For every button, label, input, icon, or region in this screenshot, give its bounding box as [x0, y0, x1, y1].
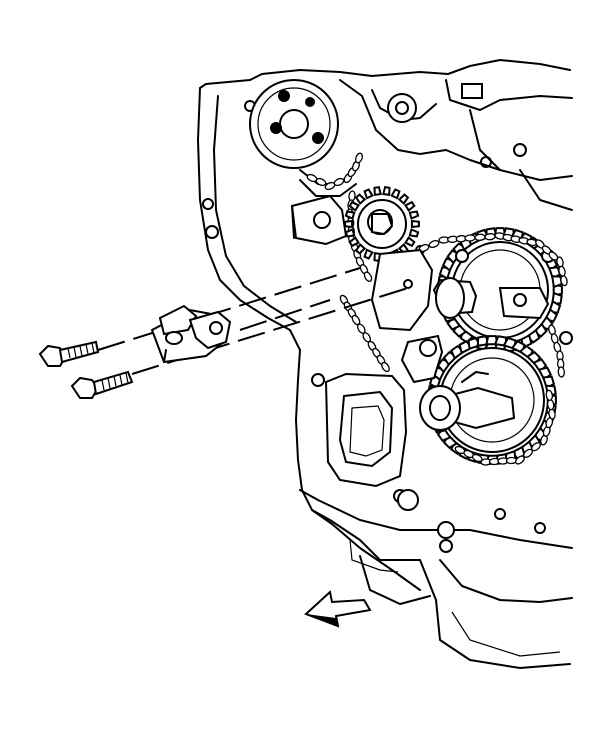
cam-sprocket-upper-icon [344, 185, 420, 263]
sprocket-tooth [485, 335, 499, 346]
chain-link [557, 366, 565, 378]
sprocket-tooth [390, 188, 401, 200]
chain-link [363, 271, 373, 282]
chain-link [545, 389, 554, 401]
upper-housing-icon [339, 79, 573, 211]
sprocket-tooth [404, 200, 416, 212]
chain-link [505, 456, 518, 465]
oil-pump-gear-icon [359, 489, 455, 605]
sprocket-tooth [551, 291, 563, 305]
chain-link [333, 177, 345, 187]
sprocket-tooth [373, 185, 382, 197]
chain-link [464, 234, 476, 242]
sprocket-tooth [551, 275, 563, 289]
sprocket-tooth [410, 219, 420, 229]
sprocket-tooth [397, 193, 410, 205]
direction-arrow-icon [304, 590, 372, 628]
sprocket-tooth [354, 193, 367, 205]
bolt-lower-icon [70, 370, 134, 399]
sprocket-tooth [404, 236, 416, 248]
sprocket-tooth [363, 188, 374, 200]
chain-link [474, 233, 486, 241]
timing-chain-lower-icon [339, 232, 568, 466]
alignment-line-mid [239, 299, 331, 331]
sprocket-tooth [408, 228, 420, 238]
cam-gear-upper-left-icon [249, 79, 339, 169]
sprocket-tooth [348, 200, 360, 212]
sprocket-tooth [344, 228, 356, 238]
chain-link [560, 275, 568, 287]
alignment-line-upper [97, 267, 361, 351]
chain-link [315, 177, 327, 187]
chain-link [355, 152, 363, 164]
chain-link [428, 240, 440, 248]
chain-link [484, 233, 496, 241]
bolt-upper-icon [38, 340, 100, 367]
chain-link [531, 442, 541, 452]
lower-left-housing-icon [324, 372, 408, 488]
sprocket-tooth [344, 219, 354, 229]
sprocket-tooth [348, 236, 360, 248]
sprocket-tooth [408, 210, 420, 220]
sprocket-tooth [363, 248, 374, 260]
sprocket-tooth [493, 335, 508, 347]
sprocket-tooth [382, 185, 391, 197]
guide-bracket-icon [150, 304, 232, 364]
tensioner-icon [290, 194, 348, 246]
sprocket-tooth [354, 243, 367, 255]
sprocket-tooth [344, 210, 356, 220]
chain-link [381, 361, 390, 373]
engine-block-icon [197, 59, 573, 669]
